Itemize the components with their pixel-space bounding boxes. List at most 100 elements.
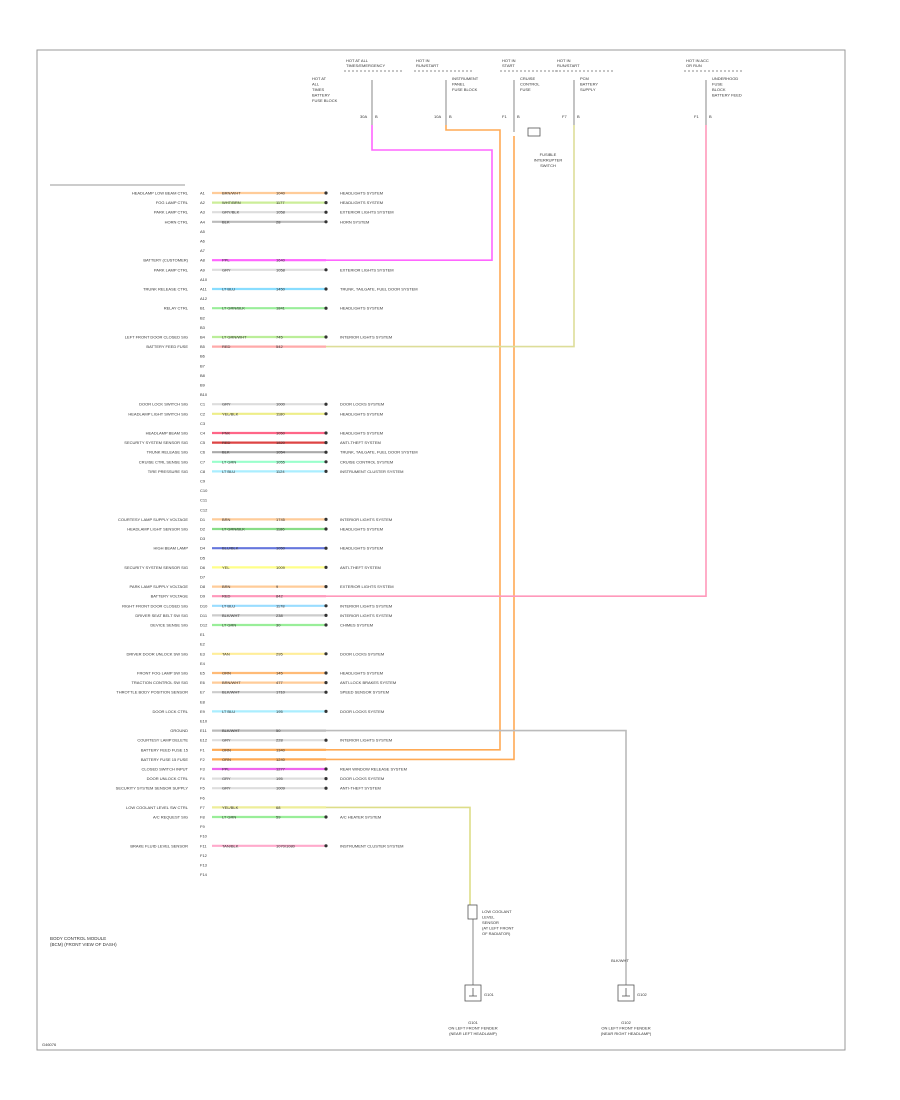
circuit-label: BATTERY FEED FUSE 15 (141, 747, 189, 752)
device-label: OF RADIATOR) (482, 931, 511, 936)
wire-color-code: LT GRN/BLK (222, 527, 245, 532)
pin-label: A3 (200, 210, 206, 215)
connector-dot (324, 777, 328, 781)
circuit-label: A/C REQUEST SIG (153, 815, 188, 820)
pin-label: D2 (200, 527, 206, 532)
connector-dot (324, 268, 328, 272)
circuit-label: RIGHT FRONT DOOR CLOSED SIG (122, 603, 188, 608)
connector-dot (324, 450, 328, 454)
pin-label: E3 (200, 651, 206, 656)
connector-dot (324, 623, 328, 627)
circuit-number: 542 (276, 344, 283, 349)
ground-id: G101 (484, 992, 495, 997)
pin-label: C1 (200, 402, 206, 407)
pin-label: C2 (200, 411, 206, 416)
circuit-label: COURTESY LAMP SUPPLY VOLTAGE (118, 517, 188, 522)
circuit-label: BATTERY VOLTAGE (151, 594, 189, 599)
fuse-rating: F1 (694, 114, 699, 119)
destination-system: DOOR LOCKS SYSTEM (340, 776, 384, 781)
pin-label: F8 (200, 815, 205, 820)
circuit-label: CLOSED SWITCH INPUT (142, 767, 189, 772)
wire-color-code: GRY (222, 776, 231, 781)
circuit-label: DEVICE SENSE SIG (150, 623, 188, 628)
wire-color-code: LT GRN (222, 815, 236, 820)
pin-label: D5 (200, 555, 206, 560)
circuit-label: HEADLAMP LIGHT SWITCH SIG (128, 411, 188, 416)
circuit-number: 228 (276, 738, 283, 743)
destination-system: A/C HEATER SYSTEM (340, 815, 381, 820)
circuit-label: TRUNK RELEASE CTRL (143, 287, 189, 292)
wire-color-code: GRY (222, 738, 231, 743)
pin-label: C8 (200, 469, 206, 474)
device-label: SENSOR (482, 920, 499, 925)
connector-header: HOT IN (557, 58, 571, 63)
circuit-number: 1820 (276, 440, 286, 445)
circuit-label: HEADLAMP LIGHT SENSOR SIG (127, 527, 188, 532)
wire-color-code: BRN/WHT (222, 191, 241, 196)
circuit-number: 59 (276, 815, 281, 820)
ground-id: G102 (637, 992, 648, 997)
pin-id: B (449, 114, 452, 119)
wire-color-code: BRN/WHT (222, 680, 241, 685)
destination-system: HEADLIGHTS SYSTEM (340, 527, 383, 532)
pin-label: F13 (200, 863, 208, 868)
bcm-pin-column: A1A2A3A4A5A6A7A8A9A10A11A12B1B2B3B4B5B6B… (200, 191, 208, 878)
acc-run-feed-wire (212, 125, 707, 597)
connector-label: HOT AT (312, 76, 327, 81)
destination-system: EXTERIOR LIGHTS SYSTEM (340, 267, 394, 272)
feed-wires (212, 125, 707, 985)
wire-color-code: BLK/WHT (222, 690, 240, 695)
pin-label: A2 (200, 200, 206, 205)
destination-system: REAR WINDOW RELEASE SYSTEM (340, 767, 407, 772)
circuit-number: 1054 (276, 450, 286, 455)
pin-label: D1 (200, 517, 206, 522)
pin-id: B (375, 114, 378, 119)
connector-label: BATTERY FEED (712, 93, 742, 98)
device-label: LEVEL (482, 915, 495, 920)
circuit-label: COURTESY LAMP DELETE (137, 738, 188, 743)
pin-label: C10 (200, 488, 208, 493)
destination-system: INTERIOR LIGHTS SYSTEM (340, 603, 392, 608)
wire-color-code: YEL (222, 565, 230, 570)
ground-wire (326, 729, 627, 985)
circuit-label: BRAKE FLUID LEVEL SENSOR (130, 843, 188, 848)
wire-color-code: BRN (222, 584, 231, 589)
wire-color-code: GRY (222, 402, 231, 407)
circuit-label: SECURITY SYSTEM SENSOR SIG (124, 440, 188, 445)
wire-color-code: YEL/BLK (222, 411, 239, 416)
circuit-label: HEADLAMP LOW BEAM CTRL (132, 191, 189, 196)
circuit-label: THROTTLE BODY POSITION SENSOR (116, 690, 188, 695)
connector-dot (324, 671, 328, 675)
circuit-number: 195 (276, 709, 283, 714)
pin-label: F14 (200, 872, 208, 877)
circuit-label: DRIVER DOOR UNLOCK SW SIG (126, 651, 188, 656)
connector-dot (324, 469, 328, 473)
connector-dot (324, 815, 328, 819)
circuit-number: 1050 (276, 546, 286, 551)
connector-dot (324, 335, 328, 339)
ground-terminal-box (464, 984, 482, 1002)
connector-label: UNDERHOOD (712, 76, 738, 81)
destination-system: EXTERIOR LIGHTS SYSTEM (340, 210, 394, 215)
circuit-number: 1841 (276, 306, 286, 311)
fuse-rating: F1 (502, 114, 507, 119)
connector-dot (324, 527, 328, 531)
pin-label: E10 (200, 719, 208, 724)
device-label: LOW COOLANT (482, 909, 512, 914)
connector-dot (324, 306, 328, 310)
coolant-sensor-box (467, 904, 478, 920)
